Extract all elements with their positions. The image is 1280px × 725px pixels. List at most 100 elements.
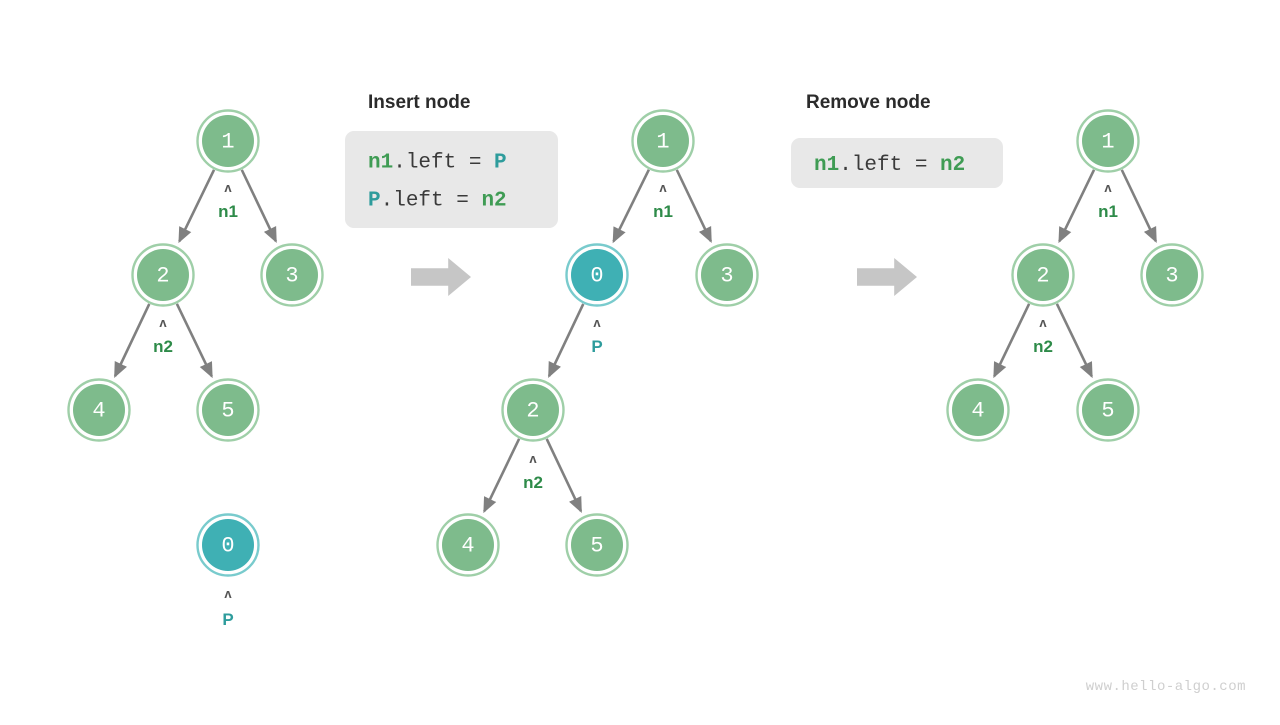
tree-edge-before-2 (240, 169, 278, 244)
tree-node-4-before[interactable]: 4 (67, 378, 131, 442)
tree-nodes-layer: 1 2 3 4 5 0 1 0 3 2 4 5 1 2 3 4 5 (67, 109, 1204, 577)
tree-node-0-insert[interactable]: 0 (565, 243, 629, 307)
tree-node-1-before[interactable]: 1 (196, 109, 260, 173)
tree-edge-remove-2 (1120, 169, 1158, 244)
tree-node-1-insert[interactable]: 1 (631, 109, 695, 173)
node-value-label: 5 (1101, 399, 1114, 424)
tree-node-0-before[interactable]: 0 (196, 513, 260, 577)
node-circle (73, 384, 125, 436)
node-circle (952, 384, 1004, 436)
node-circle (202, 519, 254, 571)
pointer-name: n2 (523, 473, 543, 492)
node-ring-icon (196, 109, 260, 173)
tree-node-5-insert[interactable]: 5 (565, 513, 629, 577)
insert-code-1-part-2: .left = (393, 152, 494, 175)
arrow-1 (411, 258, 471, 296)
pointer-label-n2-insert: ʌn2 (523, 451, 543, 492)
insert-code-2-part-1: P (368, 190, 381, 213)
pointer-name: n2 (153, 337, 173, 356)
insert-code-1-part-1: n1 (368, 152, 393, 175)
node-ring-icon (131, 243, 195, 307)
node-circle (1017, 249, 1069, 301)
arrow-2 (857, 258, 917, 296)
node-circle (1082, 115, 1134, 167)
node-value-label: 5 (221, 399, 234, 424)
tree-edge-insert-1 (612, 169, 651, 244)
tree-node-5-before[interactable]: 5 (196, 378, 260, 442)
node-ring-icon (1140, 243, 1204, 307)
tree-node-3-remove[interactable]: 3 (1140, 243, 1204, 307)
node-ring-icon (565, 243, 629, 307)
node-ring-icon (1011, 243, 1075, 307)
node-value-label: 3 (1165, 264, 1178, 289)
node-value-label: 1 (656, 130, 669, 155)
node-ring-icon (946, 378, 1010, 442)
node-value-label: 2 (526, 399, 539, 424)
node-value-label: 1 (221, 130, 234, 155)
remove-code-box (791, 138, 1003, 188)
tree-edge-remove-3 (993, 303, 1031, 379)
remove-code-1-part-3: n2 (940, 154, 965, 177)
tree-edge-insert-4 (483, 438, 521, 514)
node-circle (137, 249, 189, 301)
caret-up-icon: ʌ (659, 180, 667, 195)
insert-code-2-part-2: .left = (381, 190, 482, 213)
tree-node-1-remove[interactable]: 1 (1076, 109, 1140, 173)
node-value-label: 4 (92, 399, 105, 424)
insert-title: Insert node (368, 92, 470, 113)
node-value-label: 2 (156, 264, 169, 289)
tree-node-2-before[interactable]: 2 (131, 243, 195, 307)
node-value-label: 4 (971, 399, 984, 424)
tree-edge-before-4 (175, 303, 213, 379)
tree-node-2-remove[interactable]: 2 (1011, 243, 1075, 307)
node-circle (571, 519, 623, 571)
tree-node-4-remove[interactable]: 4 (946, 378, 1010, 442)
pointer-label-n1-before: ʌn1 (218, 180, 238, 221)
caret-up-icon: ʌ (1039, 315, 1047, 330)
pointer-name: n1 (653, 202, 673, 221)
node-circle (1146, 249, 1198, 301)
node-ring-icon (631, 109, 695, 173)
pointer-name: P (222, 610, 233, 629)
code-boxes-layer (345, 131, 1003, 228)
node-ring-icon (1076, 378, 1140, 442)
node-ring-icon (436, 513, 500, 577)
remove-code-line-1: n1.left = n2 (814, 154, 965, 177)
tree-node-3-insert[interactable]: 3 (695, 243, 759, 307)
node-ring-icon (196, 513, 260, 577)
tree-node-2-insert[interactable]: 2 (501, 378, 565, 442)
node-value-label: 0 (590, 264, 603, 289)
node-circle (571, 249, 623, 301)
caret-up-icon: ʌ (1104, 180, 1112, 195)
node-ring-icon (67, 378, 131, 442)
pointer-label-n2-before: ʌn2 (153, 315, 173, 356)
pointer-name: P (591, 337, 602, 356)
pointer-label-P-insert: ʌP (591, 315, 602, 356)
pointer-label-P-before: ʌP (222, 586, 233, 629)
node-ring-icon (1076, 109, 1140, 173)
remove-code-1-part-2: .left = (839, 154, 940, 177)
insert-code-2-part-3: n2 (481, 190, 506, 213)
tree-edge-before-3 (113, 303, 151, 378)
caret-up-icon: ʌ (593, 315, 601, 330)
tree-node-4-insert[interactable]: 4 (436, 513, 500, 577)
tree-edges-layer (113, 169, 1158, 514)
insert-code-box (345, 131, 558, 228)
insert-code-line-1: n1.left = P (368, 152, 507, 175)
node-value-label: 2 (1036, 264, 1049, 289)
tree-node-3-before[interactable]: 3 (260, 243, 324, 307)
node-circle (1082, 384, 1134, 436)
node-value-label: 3 (720, 264, 733, 289)
node-circle (507, 384, 559, 436)
remove-code-1-part-1: n1 (814, 154, 839, 177)
tree-node-5-remove[interactable]: 5 (1076, 378, 1140, 442)
pointer-name: n2 (1033, 337, 1053, 356)
pointer-label-n1-remove: ʌn1 (1098, 180, 1118, 221)
pointer-name: n1 (218, 202, 238, 221)
pointer-label-n1-insert: ʌ n1 (653, 180, 673, 221)
